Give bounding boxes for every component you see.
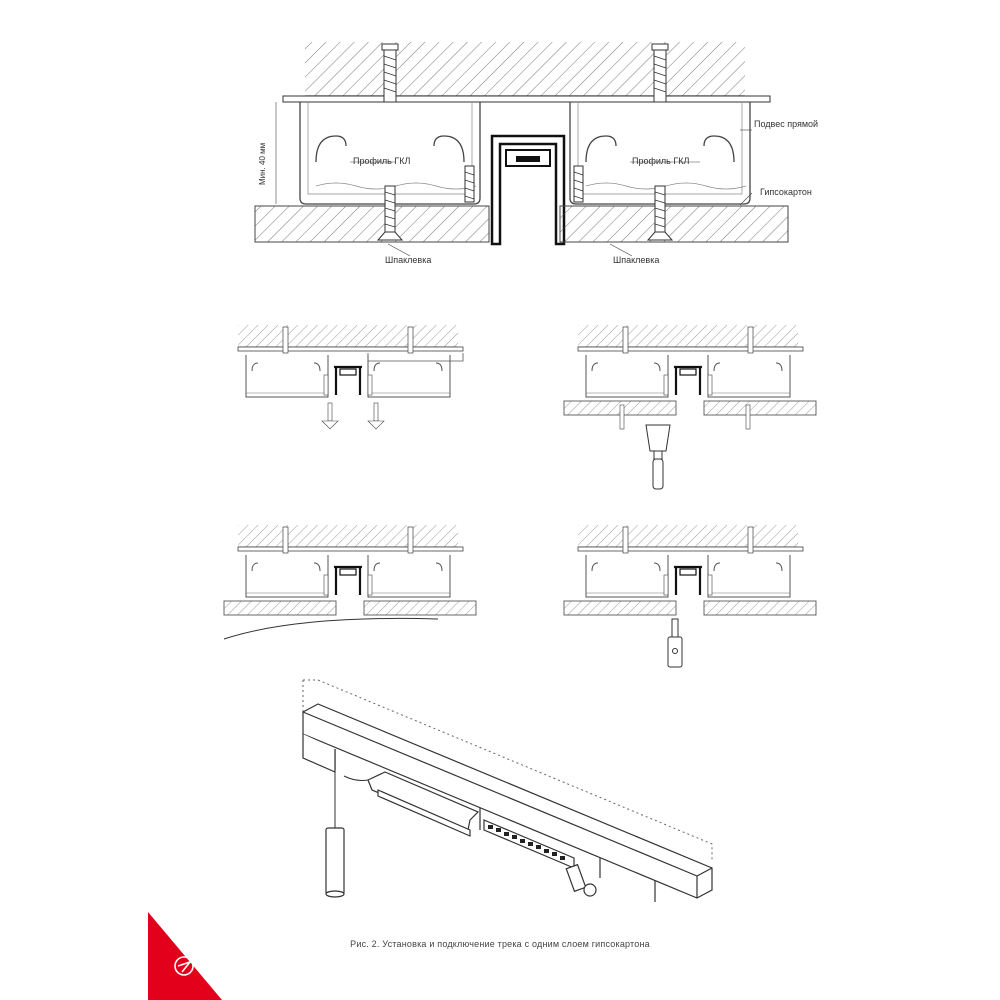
drywall-screw-left <box>376 185 404 241</box>
step-3-diagram <box>223 523 477 640</box>
utility-knife-tool <box>667 618 683 668</box>
main-cross-section <box>254 42 789 257</box>
hanger-label: Подвес прямой <box>754 119 819 129</box>
screw-inner-left <box>464 165 475 203</box>
brand-logo-icon <box>174 956 194 976</box>
anchor-screw-left <box>381 43 399 103</box>
figure-caption: Рис. 2. Установка и подключение трека с … <box>350 939 650 949</box>
putty-left-label: Шпаклевка <box>385 255 432 265</box>
min-height-label: Мин. 40 мм <box>258 142 267 185</box>
putty-right-label: Шпаклевка <box>613 255 660 265</box>
step-2-diagram <box>563 323 817 490</box>
drywall-label: Гипсокартон <box>760 187 812 197</box>
step-4-diagram <box>563 523 817 668</box>
drywall-right <box>559 205 789 243</box>
spatula-tool <box>645 424 671 490</box>
step-1-diagram <box>236 323 465 430</box>
isometric-track-assembly <box>302 679 713 902</box>
profile-right-label: Профиль ГКЛ <box>632 156 690 166</box>
screw-inner-right <box>573 165 584 203</box>
track-rail <box>490 134 566 246</box>
profile-left-label: Профиль ГКЛ <box>353 156 411 166</box>
drywall-left <box>254 205 490 243</box>
drywall-screw-right <box>646 185 674 241</box>
brand-corner-triangle <box>148 912 222 1000</box>
anchor-screw-right <box>651 43 669 103</box>
